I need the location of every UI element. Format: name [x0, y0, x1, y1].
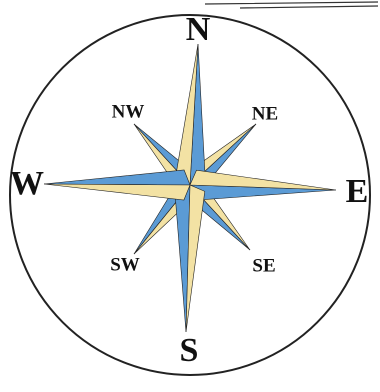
- label-southwest: SW: [110, 256, 140, 275]
- label-southeast: SE: [252, 257, 275, 276]
- label-northeast: NE: [252, 105, 278, 124]
- point-w-cream-half: [44, 184, 190, 200]
- compass-points: [44, 44, 336, 332]
- label-north: N: [186, 13, 211, 47]
- label-northwest: NW: [112, 103, 145, 122]
- scan-artifact-line: [205, 2, 378, 8]
- point-w-blue-half: [44, 170, 190, 185]
- label-west: W: [10, 167, 44, 201]
- label-south: S: [180, 334, 199, 368]
- label-east: E: [346, 175, 369, 209]
